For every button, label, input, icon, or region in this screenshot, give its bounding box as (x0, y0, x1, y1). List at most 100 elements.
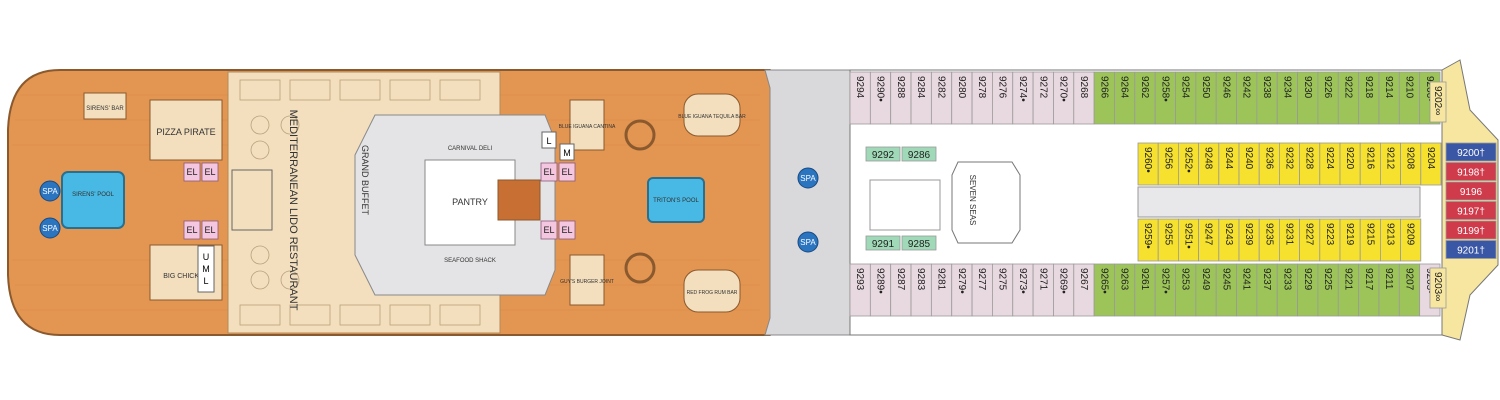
cabin[interactable]: 9243 (1218, 218, 1240, 262)
cabin[interactable]: 9240 (1238, 142, 1260, 186)
elevator[interactable]: EL (540, 220, 558, 240)
cabin[interactable]: 9215 (1359, 218, 1381, 262)
cabin[interactable]: 9246 (1215, 71, 1237, 125)
cabin[interactable]: 9271 (1032, 263, 1054, 317)
cabin[interactable]: 9248 (1198, 142, 1220, 186)
cabin[interactable]: 9263 (1114, 263, 1136, 317)
cabin[interactable]: 9235 (1258, 218, 1280, 262)
cabin[interactable]: 9212 (1380, 142, 1402, 186)
elevator[interactable]: EL (201, 162, 219, 182)
cabin[interactable]: 9259• (1137, 218, 1159, 262)
elevator[interactable]: EL (540, 162, 558, 182)
cabin[interactable]: 9247 (1198, 218, 1220, 262)
cabin[interactable]: 9294 (849, 71, 871, 125)
cabin[interactable]: 9283 (910, 263, 932, 317)
elevator[interactable]: EL (558, 220, 576, 240)
cabin[interactable]: 9290• (869, 71, 892, 125)
cabin[interactable]: 9291 (865, 235, 901, 251)
cabin[interactable]: 9226 (1317, 71, 1339, 125)
cabin[interactable]: 9269• (1053, 263, 1075, 317)
cabin[interactable]: 9237 (1256, 263, 1278, 317)
cabin[interactable]: 9289• (869, 263, 892, 317)
elevator[interactable]: EL (201, 220, 219, 240)
suite-cabin[interactable]: 9199† (1445, 220, 1497, 240)
cabin[interactable]: 9258• (1154, 71, 1176, 125)
blue-iguana-tequila-bar-room[interactable] (683, 93, 741, 137)
cabin[interactable]: 9284 (910, 71, 932, 125)
suite-cabin[interactable]: 9198† (1445, 162, 1497, 181)
cabin[interactable]: 9232 (1279, 142, 1301, 186)
cabin[interactable]: 9218 (1358, 71, 1380, 125)
cabin[interactable]: 9252• (1178, 142, 1200, 186)
cabin[interactable]: 9238 (1256, 71, 1278, 125)
sirens-pool[interactable] (61, 171, 125, 229)
cabin[interactable]: 9270• (1053, 71, 1075, 125)
cabin[interactable]: 9214 (1378, 71, 1400, 125)
cabin[interactable]: 9202∞ (1429, 81, 1447, 123)
cabin[interactable]: 9251• (1178, 218, 1200, 262)
pizza-pirate-room[interactable] (149, 99, 223, 161)
cabin[interactable]: 9264 (1114, 71, 1136, 125)
cabin[interactable]: 9230 (1297, 71, 1319, 125)
cabin[interactable]: 9292 (865, 146, 901, 162)
suite-cabin[interactable]: 9201† (1445, 240, 1497, 259)
spa-marker[interactable]: SPA (39, 217, 61, 239)
cabin[interactable]: 9281 (930, 263, 953, 317)
spa-marker[interactable]: SPA (797, 231, 819, 253)
elevator[interactable]: EL (183, 162, 201, 182)
cabin[interactable]: 9229 (1297, 263, 1319, 317)
spa-marker[interactable]: SPA (39, 180, 61, 202)
cabin[interactable]: 9293 (849, 263, 871, 317)
cabin[interactable]: 9287 (890, 263, 912, 317)
cabin[interactable]: 9260• (1137, 142, 1159, 186)
cabin[interactable]: 9256 (1157, 142, 1179, 186)
cabin[interactable]: 9257• (1154, 263, 1176, 317)
cabin[interactable]: 9223 (1319, 218, 1341, 262)
cabin[interactable]: 9254 (1175, 71, 1197, 125)
cabin[interactable]: 9262 (1134, 71, 1156, 125)
guys-burger-joint-room[interactable] (569, 254, 605, 306)
cabin[interactable]: 9210 (1398, 71, 1421, 125)
tritons-pool[interactable] (647, 177, 705, 223)
cabin[interactable]: 9204 (1420, 142, 1442, 186)
cabin[interactable]: 9211 (1378, 263, 1400, 317)
cabin[interactable]: 9227 (1299, 218, 1321, 262)
cabin[interactable]: 9245 (1215, 263, 1237, 317)
cabin[interactable]: 9255 (1157, 218, 1179, 262)
cabin[interactable]: 9244 (1218, 142, 1240, 186)
cabin[interactable]: 9219 (1339, 218, 1361, 262)
cabin[interactable]: 9285 (901, 235, 937, 251)
suite-cabin[interactable]: 9200† (1445, 142, 1497, 162)
elevator[interactable]: EL (558, 162, 576, 182)
cabin[interactable]: 9239 (1238, 218, 1260, 262)
elevator[interactable]: EL (183, 220, 201, 240)
cabin[interactable]: 9220 (1339, 142, 1361, 186)
cabin[interactable]: 9228 (1299, 142, 1321, 186)
cabin[interactable]: 9275 (992, 263, 1014, 317)
cabin[interactable]: 9286 (901, 146, 937, 162)
cabin[interactable]: 9221 (1337, 263, 1360, 317)
cabin[interactable]: 9288 (890, 71, 912, 125)
sirens-bar-room[interactable] (83, 92, 127, 120)
cabin[interactable]: 9222 (1337, 71, 1360, 125)
cabin[interactable]: 9282 (930, 71, 953, 125)
cabin[interactable]: 9242 (1236, 71, 1258, 125)
cabin[interactable]: 9265• (1093, 263, 1115, 317)
cabin[interactable]: 9253 (1175, 263, 1197, 317)
cabin[interactable]: 9273• (1012, 263, 1034, 317)
cabin[interactable]: 9236 (1258, 142, 1280, 186)
cabin[interactable]: 9208 (1400, 142, 1422, 186)
cabin[interactable]: 9225 (1317, 263, 1339, 317)
cabin[interactable]: 9224 (1319, 142, 1341, 186)
suite-cabin[interactable]: 9197† (1445, 201, 1497, 220)
spa-marker[interactable]: SPA (797, 167, 819, 189)
cabin[interactable]: 9241 (1236, 263, 1258, 317)
cabin[interactable]: 9268 (1073, 71, 1095, 125)
cabin[interactable]: 9216 (1359, 142, 1381, 186)
seven-seas-room[interactable] (951, 161, 1021, 244)
cabin[interactable]: 9231 (1279, 218, 1301, 262)
cabin[interactable]: 9279• (951, 263, 973, 317)
blue-iguana-cantina-room[interactable] (569, 99, 605, 151)
suite-cabin[interactable]: 9196 (1445, 181, 1497, 201)
cabin[interactable]: 9267 (1073, 263, 1095, 317)
